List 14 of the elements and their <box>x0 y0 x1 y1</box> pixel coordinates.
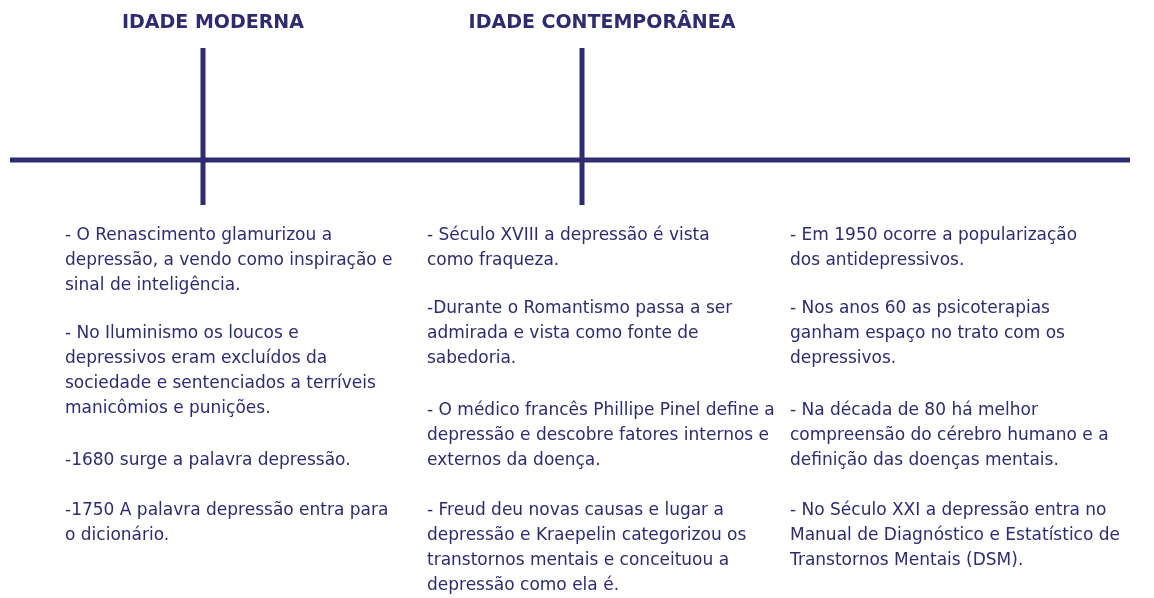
timeline-note: -1680 surge a palavra depressão. <box>65 448 352 471</box>
timeline-note: -1750 A palavra depressão entra para o dicionário. <box>65 498 390 546</box>
era-heading: IDADE MODERNA <box>122 10 304 32</box>
timeline-note: - Em 1950 ocorre a popularização dos antidepressivos. <box>790 223 1079 271</box>
timeline-note: - No Iluminismo os loucos e depressivos eram excluídos da sociedade e sentenciados a terríveis manicômios e punições. <box>65 321 377 419</box>
timeline-note: - Nos anos 60 as psicoterapias ganham espaço no trato com os depressivos. <box>790 296 1066 369</box>
timeline-note: - Século XVIII a depressão é vista como fraqueza. <box>427 223 711 271</box>
timeline-note: - No Século XXI a depressão entra no Manual de Diagnóstico e Estatístico de Transtornos Mentais (DSM). <box>790 498 1121 571</box>
timeline-note: -Durante o Romantismo passa a ser admirada e vista como fonte de sabedoria. <box>427 296 734 369</box>
timeline-note: - Freud deu novas causas e lugar a depressão e Kraepelin categorizou os transtornos mentais e conceituou a depressão como ela é. <box>427 498 748 596</box>
era-heading: IDADE CONTEMPORÂNEA <box>468 10 736 32</box>
timeline-note: - O Renascimento glamurizou a depressão, a vendo como inspiração e sinal de inteligência. <box>65 223 394 296</box>
timeline-note: - O médico francês Phillipe Pinel define a depressão e descobre fatores internos e externos da doença. <box>427 398 776 471</box>
timeline-note: - Na década de 80 há melhor compreensão do cérebro humano e a definição das doenças mentais. <box>790 398 1110 471</box>
